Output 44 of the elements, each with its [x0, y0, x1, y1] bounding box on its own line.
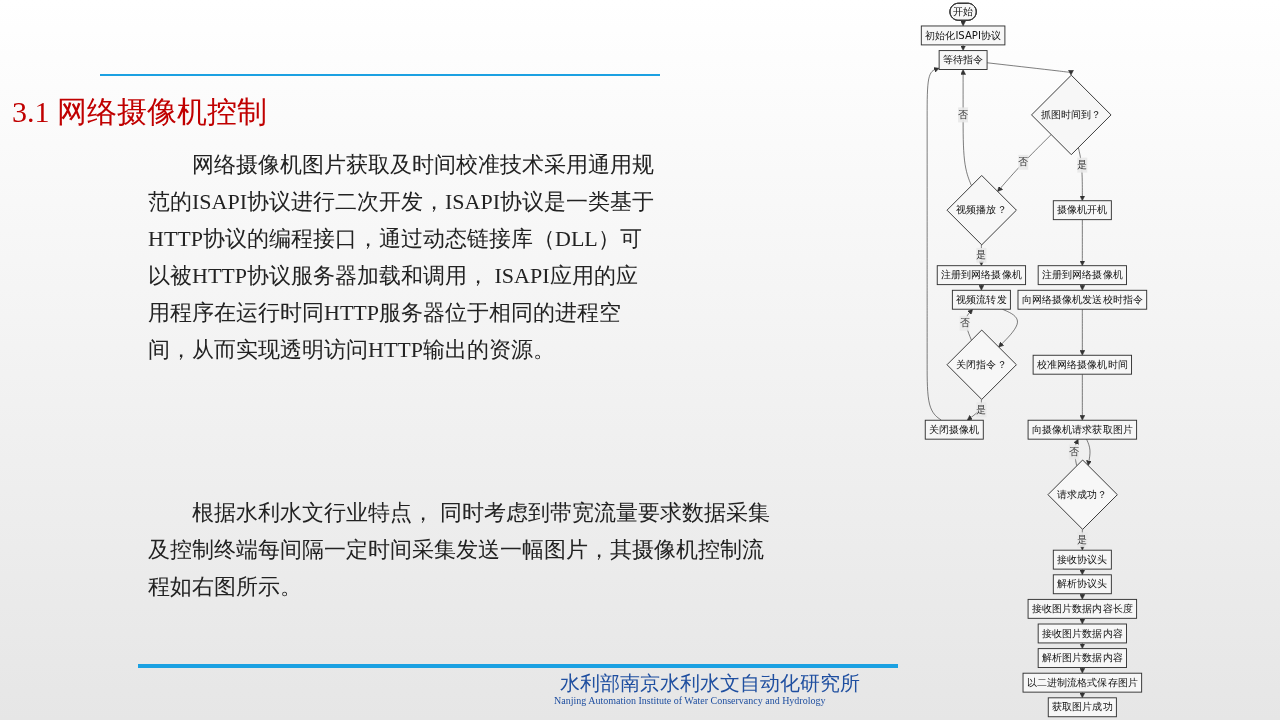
arrow: [1079, 568, 1086, 576]
node-box: 向摄像机请求获取图片: [1027, 419, 1138, 440]
node-box: 接收协议头: [1052, 549, 1112, 570]
node-box: 等待指令: [938, 50, 988, 70]
node-box: 接收图片数据内容长度: [1027, 598, 1138, 619]
node-box: 获取图片成功: [1047, 697, 1117, 718]
body-paragraph: 网络摄像机图片获取及时间校准技术采用通用规范的ISAPI协议进行二次开发，ISAPI协议是一类基于HTTP协议的编程接口，通过动态链接库（DLL）可以被HTTP协议服务器加载和调用， ISAPI应用的应用程序在运行时同HTTP服务器位于相同的进程空间，从而实现透明访问HTTP输出的资源。: [148, 151, 656, 364]
edge-label: 是: [976, 403, 987, 416]
footer-text: Nanjing Automation Institute of Water Conservancy and Hydrology: [554, 695, 826, 706]
arrow: [1079, 642, 1086, 649]
node-box: 向网络摄像机发送校时指令: [1017, 289, 1148, 310]
node-diamond: 视频播放？: [946, 175, 1017, 246]
arrow: [960, 44, 966, 51]
node-box: 以二进制流格式保存图片: [1022, 672, 1143, 693]
node-box: 解析协议头: [1052, 574, 1112, 595]
edge-label: 是: [1077, 533, 1088, 546]
node-box: 接收图片数据内容: [1037, 623, 1127, 644]
edge-label: 否: [1068, 445, 1080, 458]
node-diamond: 关闭指令？: [946, 329, 1017, 400]
node-box: 摄像机开机: [1052, 200, 1112, 221]
edge-label: 是: [1077, 158, 1088, 171]
body-paragraph: 根据水利水文行业特点， 同时考虑到带宽流量要求数据采集及控制终端每间隔一定时间采集发送一幅图片，其摄像机控制流程如右图所示。: [148, 499, 771, 601]
node-diamond: 请求成功？: [1047, 459, 1118, 530]
arrow: [960, 20, 966, 27]
node-box: 解析图片数据内容: [1037, 648, 1127, 668]
node-box: 视频流转发: [951, 289, 1011, 310]
node-diamond: 抓图时间到？: [1031, 74, 1112, 156]
edge-label: 否: [959, 316, 970, 329]
node-box: 注册到网络摄像机: [936, 265, 1027, 286]
arrow: [1079, 667, 1086, 674]
arrow: [1079, 284, 1086, 291]
node-box: 初始化ISAPI协议: [920, 25, 1006, 46]
edge-label: 否: [958, 108, 969, 121]
arrow: [1079, 618, 1086, 625]
node-box: 注册到网络摄像机: [1037, 265, 1127, 286]
arrow: [978, 284, 985, 291]
arrow: [1079, 691, 1086, 699]
node-box: 校准网络摄像机时间: [1032, 354, 1132, 375]
arrow: [1079, 593, 1086, 600]
edge-label: 否: [1018, 155, 1029, 168]
edge-label: 是: [976, 248, 987, 261]
footer-text: 水利部南京水利水文自动化研究所: [560, 670, 860, 696]
slide-title: 3.1 网络摄像机控制: [12, 94, 267, 130]
node-box: 关闭摄像机: [924, 419, 984, 440]
